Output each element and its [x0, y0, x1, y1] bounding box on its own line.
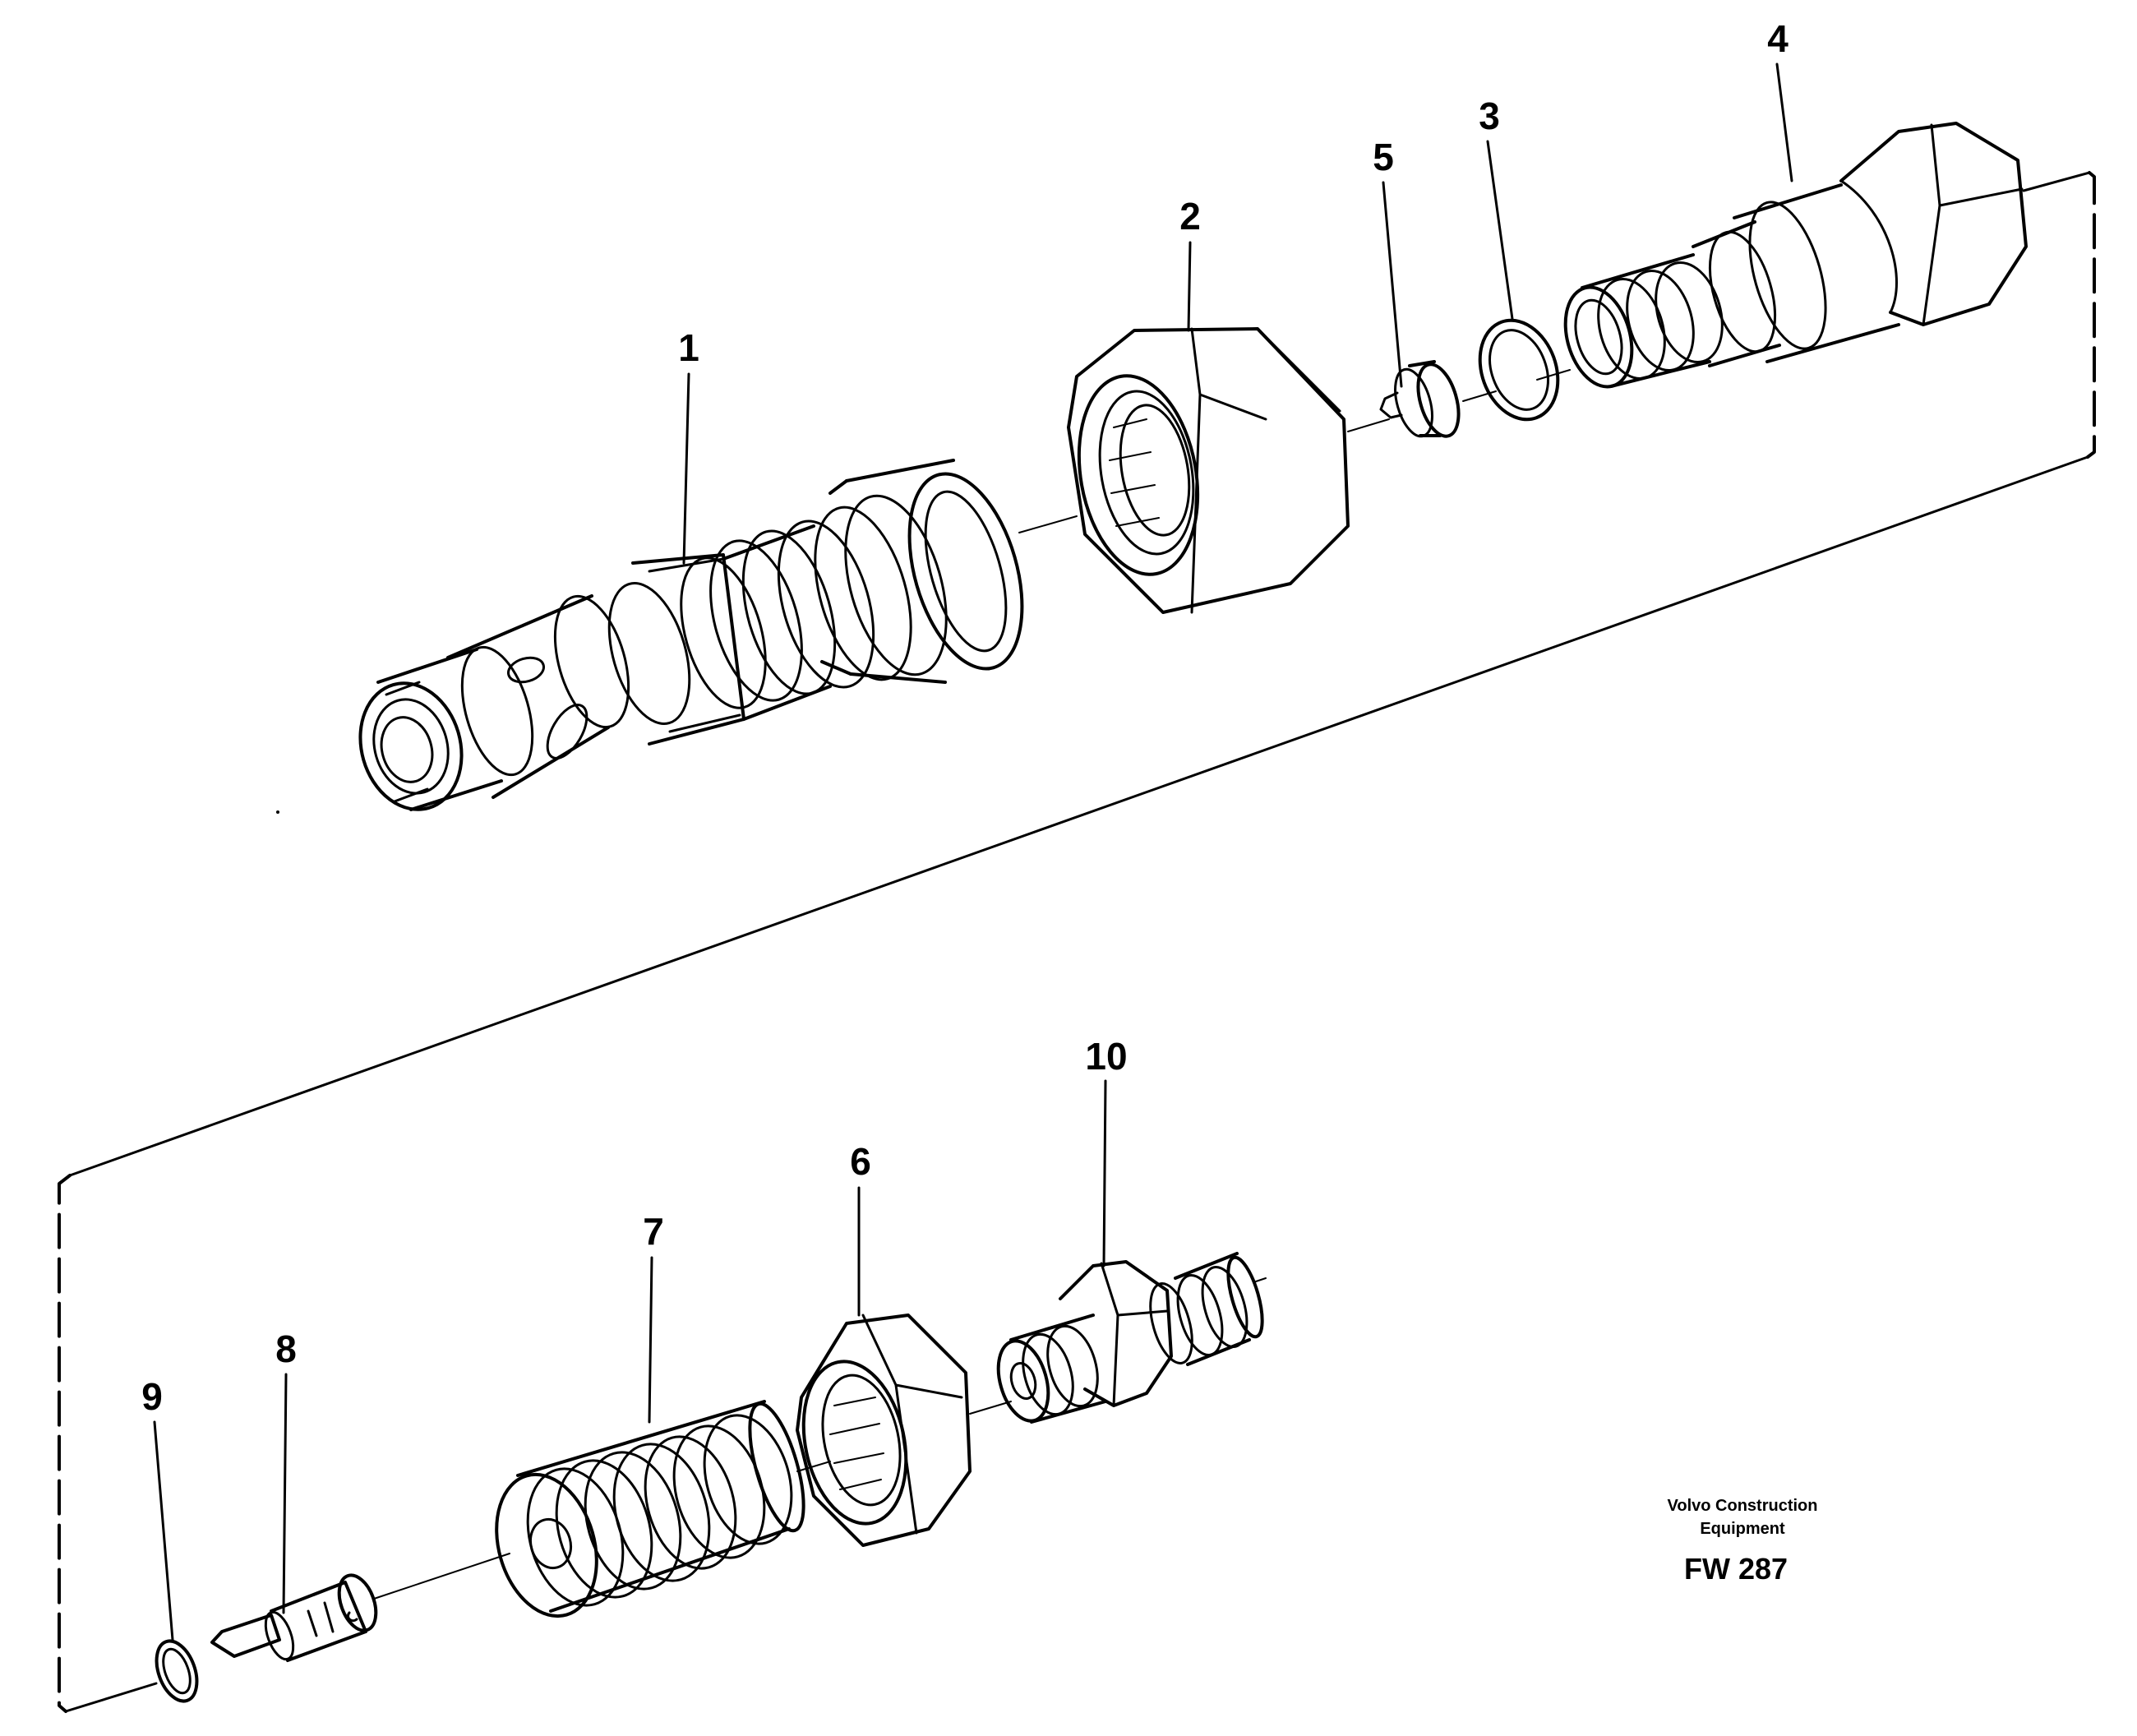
leader-10	[1102, 1079, 1107, 1267]
figure-code: FW 287	[1683, 1552, 1789, 1586]
lower-assembly-axis	[373, 1277, 1267, 1600]
company-name-line2: Equipment	[1700, 1520, 1785, 1538]
upper-assembly-axis	[1018, 369, 1571, 533]
callout-7: 7	[643, 1210, 664, 1253]
part-2-hex-nut	[1067, 327, 1350, 614]
callout-10: 10	[1085, 1035, 1128, 1078]
dashed-connection-bracket	[58, 171, 2096, 1713]
part-4-union-fitting	[1563, 122, 2028, 389]
leader-8	[282, 1373, 288, 1614]
leader-9	[153, 1420, 174, 1641]
part-7-threaded-sleeve	[495, 1400, 805, 1618]
callout-2: 2	[1179, 195, 1201, 238]
leader-7	[648, 1256, 653, 1424]
callout-9: 9	[141, 1375, 163, 1418]
leader-1	[682, 372, 690, 565]
part-1-valve-cartridge	[276, 459, 1024, 814]
leader-5	[1382, 181, 1403, 388]
callout-1: 1	[678, 326, 699, 369]
callout-4: 4	[1767, 17, 1789, 60]
callout-5: 5	[1373, 136, 1394, 178]
leader-lines	[153, 62, 1793, 1641]
company-name-line1: Volvo Construction	[1667, 1497, 1818, 1515]
leader-4	[1775, 62, 1793, 182]
part-6-hex-nut	[796, 1314, 972, 1547]
leader-2	[1187, 241, 1192, 332]
part-9-small-o-ring	[155, 1639, 199, 1703]
part-10-nipple	[996, 1252, 1264, 1424]
part-5-cone-seat	[1379, 360, 1461, 438]
part-8-pin	[210, 1573, 378, 1662]
part-3-o-ring	[1478, 318, 1560, 422]
leader-3	[1486, 140, 1514, 321]
company-caption: Volvo Construction Equipment	[1668, 1494, 1818, 1540]
callout-8: 8	[275, 1327, 297, 1370]
callout-3: 3	[1479, 95, 1500, 137]
callout-6: 6	[850, 1140, 871, 1183]
